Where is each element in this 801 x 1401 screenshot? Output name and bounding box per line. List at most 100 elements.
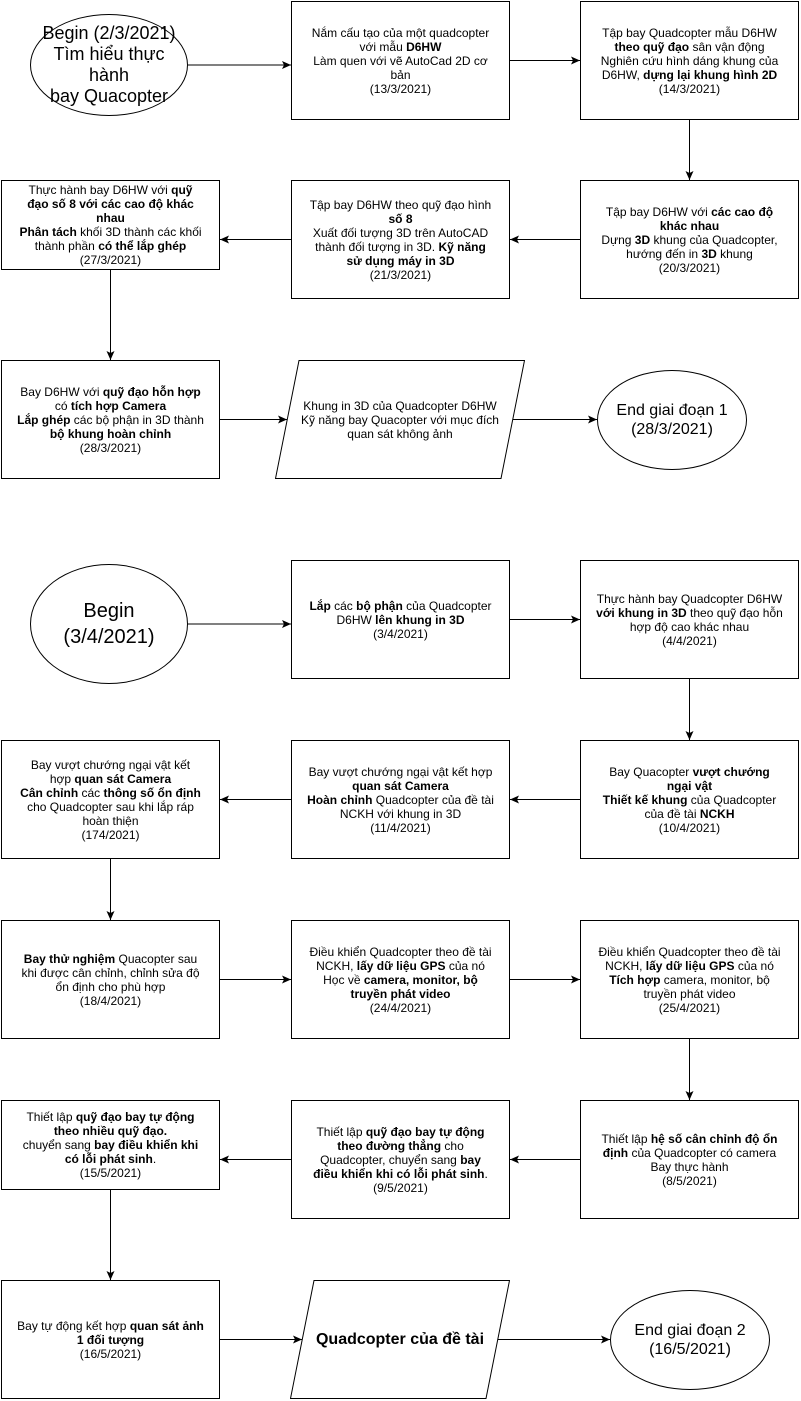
text-run: NCKH với khung in 3D <box>339 806 462 821</box>
node-line: D6HW lên khung in 3D <box>309 613 491 627</box>
parallelogram-shape <box>275 360 525 479</box>
node-line: (25/4/2021) <box>598 1001 780 1015</box>
node-line: (14/3/2021) <box>601 82 779 96</box>
bold-text: Lắp <box>309 598 331 613</box>
text-run: (16/5/2021) <box>649 1341 731 1358</box>
text-run: Bay tự động kết hợp <box>17 1318 130 1333</box>
node-line: nhau <box>19 211 201 225</box>
node-line: theo nhiều quỹ đạo. <box>23 1124 198 1138</box>
text-run: (21/3/2021) <box>369 267 432 282</box>
text-run: khung <box>716 246 753 261</box>
text-run: khi được cân chỉnh, chỉnh sửa độ <box>21 965 200 980</box>
bold-text: lấy dữ liệu GPS <box>356 958 446 973</box>
node-line: Thực hành bay Quadcopter D6HW <box>596 592 783 606</box>
text-run: Thiết lập <box>26 1110 76 1124</box>
text-run: (8/5/2021) <box>662 1173 717 1188</box>
text-run: thành đối tượng in 3D. <box>315 239 439 254</box>
text-run: (27/3/2021) <box>79 253 142 267</box>
text-run: (15/5/2021) <box>79 1166 142 1180</box>
node-line: Tích hợp camera, monitor, bộ <box>598 973 780 987</box>
bold-text: Quadcopter của đề tài <box>315 1331 485 1348</box>
text-run: hợp <box>49 771 75 786</box>
text-run: hợp độ cao khác nhau <box>629 619 750 634</box>
text-run: (16/5/2021) <box>79 1346 142 1361</box>
bold-text: ngại vật <box>666 778 713 793</box>
node-line: Phân tách khối 3D thành các khối <box>19 225 201 239</box>
node-line: hợp quan sát Camera <box>20 772 201 786</box>
text-run: của đề tài <box>644 806 700 821</box>
bold-text: Bay thử nghiệm <box>23 951 116 966</box>
node-line: hướng đến in 3D khung <box>601 247 777 261</box>
text-run: bay Quacopter <box>49 86 169 106</box>
bold-text: Tích hợp <box>609 972 661 987</box>
text-run: các <box>330 598 357 613</box>
node-line: cho Quadcopter sau khi lắp ráp <box>20 800 201 814</box>
node-line: Thiết kế khung của Quadcopter <box>603 793 776 807</box>
text-run: Nắm cấu tạo của một quadcopter <box>311 25 490 40</box>
text-run: (9/5/2021) <box>373 1180 428 1195</box>
node-line: End giai đoạn 1 <box>616 401 727 420</box>
bold-text: bộ phận <box>356 598 403 613</box>
text-run: (28/3/2021) <box>79 440 142 455</box>
text-run: Begin <box>83 600 135 622</box>
text-run: của Quadcopter <box>687 792 777 807</box>
text-run: Thiết lập <box>316 1124 366 1139</box>
text-run: Làm quen với vẽ AutoCad 2D cơ <box>313 53 488 68</box>
text-run: (4/4/2021) <box>662 633 717 648</box>
node-label: End giai đoạn 1(28/3/2021) <box>616 401 727 439</box>
text-run: Bay thực hành <box>650 1159 729 1174</box>
node-line: Kỹ năng bay Quacopter với mục đích <box>301 413 499 427</box>
text-run: Bay Quacopter <box>609 764 693 779</box>
bold-text: lên khung in 3D <box>375 612 465 627</box>
bold-text: Lắp ghép <box>17 412 71 427</box>
bold-text: nhau <box>96 211 125 225</box>
node-line: Hoàn chỉnh Quadcopter của đề tài <box>307 793 494 807</box>
text-run: khối 3D thành các khối <box>76 225 202 239</box>
node-line: Begin <box>63 598 154 624</box>
bold-text: quan sát Camera <box>352 778 449 793</box>
text-run: các bộ phận in 3D thành <box>70 412 204 427</box>
node-line: Thiết lập hệ số cân chỉnh độ ổn <box>601 1132 777 1146</box>
bold-text: có thể lắp ghép <box>98 239 187 253</box>
text-run: (3/4/2021) <box>373 626 428 641</box>
bold-text: quỹ đạo bay tự động <box>75 1110 195 1124</box>
bold-text: quỹ <box>171 183 193 197</box>
text-run: Thiết lập <box>601 1131 651 1146</box>
node-line: 1 đối tượng <box>17 1333 204 1347</box>
node-line: thành đối tượng in 3D. Kỹ năng <box>310 240 491 254</box>
text-run: bản <box>390 67 411 82</box>
node-line: có lỗi phát sinh. <box>23 1152 198 1166</box>
flow-node-n23: Quadcopter của đề tài <box>290 1280 510 1399</box>
node-line: Thực hành bay D6HW với quỹ <box>19 183 201 197</box>
text-run: (3/4/2021) <box>63 626 155 648</box>
node-line: đạo số 8 với các cao độ khác <box>19 197 201 211</box>
node-line: ổn định cho phù hợp <box>21 980 199 994</box>
node-line: (3/4/2021) <box>63 624 154 650</box>
node-line: định của Quadcopter có camera <box>601 1146 777 1160</box>
text-run: khung của Quadcopter, <box>650 232 778 247</box>
node-line: Bay Quacopter vượt chướng <box>603 765 776 779</box>
bold-text: theo đường thẳng <box>337 1138 442 1153</box>
text-run: Tìm hiểu thực hành <box>53 44 165 85</box>
node-line: bay Quacopter <box>31 86 187 107</box>
text-run: Quacopter sau <box>115 951 198 966</box>
node-line: truyền phát video <box>309 987 491 1001</box>
bold-text: thông số ổn định <box>103 785 201 800</box>
bold-text: quan sát ảnh <box>129 1318 204 1333</box>
flow-node-n10: Begin (3/4/2021) <box>30 564 188 684</box>
bold-text: Hoàn chỉnh <box>307 792 373 807</box>
bold-text: tích hợp Camera <box>70 398 167 413</box>
